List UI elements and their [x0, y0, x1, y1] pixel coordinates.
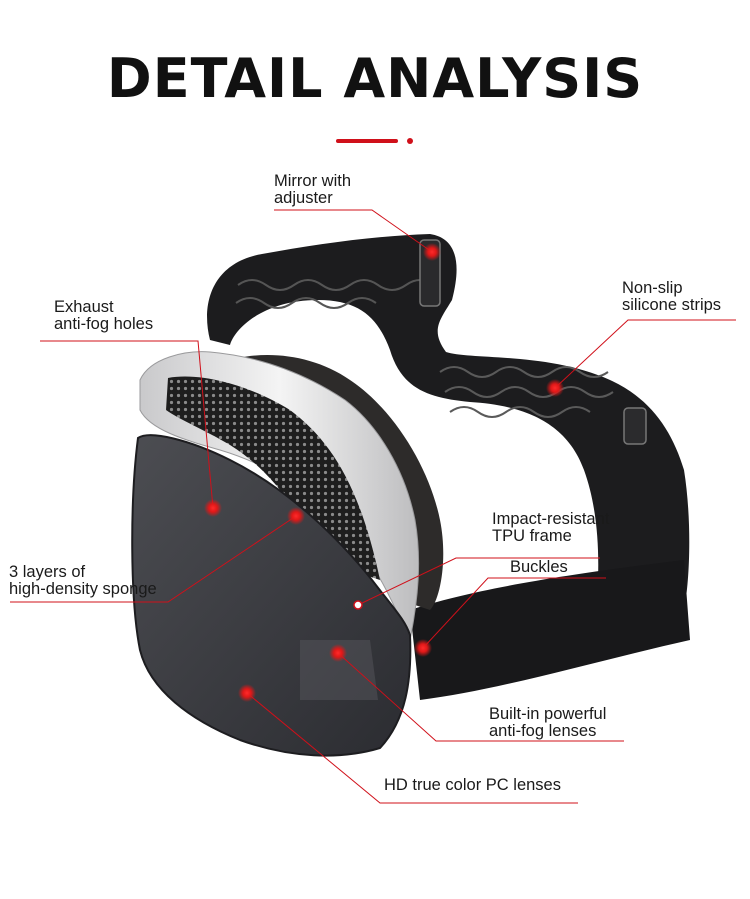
callout-strips: Non-slip silicone strips [622, 280, 721, 314]
callout-frame: Impact-resistant TPU frame [492, 511, 609, 545]
hotspot-strips [546, 379, 564, 397]
leader-lines [10, 209, 736, 804]
title-underline-dot [407, 138, 413, 144]
inner-lens-highlight [300, 640, 378, 700]
title-underline [336, 139, 398, 143]
hotspot-sponge [287, 507, 305, 525]
hotspot-exhaust [204, 499, 222, 517]
callout-antifog: Built-in powerful anti-fog lenses [489, 706, 606, 740]
callout-exhaust-line1: Exhaust [54, 298, 114, 316]
callout-antifog-line1: Built-in powerful [489, 705, 607, 723]
callout-sponge-line1: 3 layers of [9, 563, 86, 581]
strap [207, 234, 690, 700]
callout-buckles-line1: Buckles [510, 558, 568, 576]
hotspot-antifog [329, 644, 347, 662]
callout-frame-line2: TPU frame [492, 527, 572, 545]
hotspot-frame [353, 600, 363, 610]
callout-pc-line1: HD true color PC lenses [384, 776, 561, 794]
callout-buckles: Buckles [510, 559, 568, 576]
hotspot-pc [238, 684, 256, 702]
callout-strips-line2: silicone strips [622, 296, 722, 314]
callout-sponge-line2: high-density sponge [9, 580, 157, 598]
callout-mirror-line1: Mirror with [274, 172, 351, 190]
page-title: DETAIL ANALYSIS [106, 47, 644, 110]
callout-pc: HD true color PC lenses [384, 777, 561, 794]
callout-frame-line1: Impact-resistant [492, 510, 610, 528]
hotspot-buckles [414, 639, 432, 657]
callout-exhaust-line2: anti-fog holes [54, 315, 154, 333]
callout-strips-line1: Non-slip [622, 279, 683, 297]
callout-mirror-line2: adjuster [274, 189, 333, 207]
hotspots [204, 243, 564, 702]
callout-mirror: Mirror with adjuster [274, 173, 351, 207]
callout-antifog-line2: anti-fog lenses [489, 722, 597, 740]
callout-exhaust: Exhaust anti-fog holes [54, 299, 153, 333]
hotspot-mirror [423, 243, 441, 261]
callout-sponge: 3 layers of high-density sponge [9, 564, 157, 598]
